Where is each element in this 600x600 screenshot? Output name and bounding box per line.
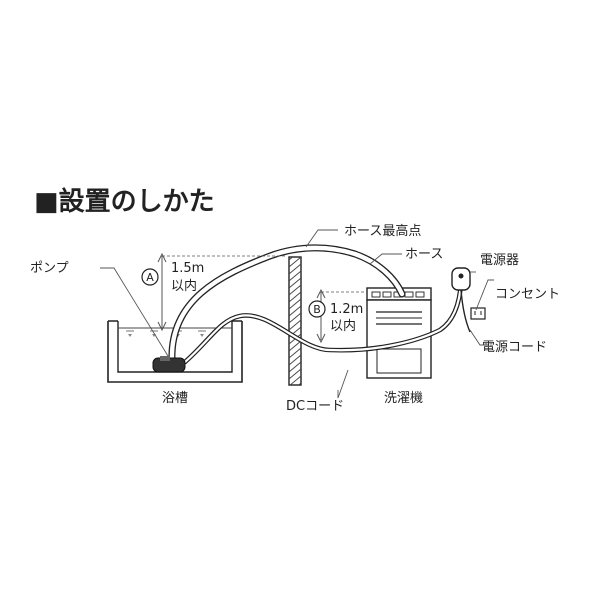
outlet	[470, 307, 486, 320]
wall-hatch-line	[289, 298, 301, 310]
wall-hatch-line	[289, 361, 301, 373]
dimension-b-marker: B	[313, 303, 321, 316]
wall-hatch-line	[289, 257, 294, 261]
label-pump: ポンプ	[30, 261, 69, 276]
leader-lines	[100, 229, 494, 399]
label-dc-cord: DCコード	[286, 399, 344, 414]
wall-hatch-line	[289, 354, 301, 366]
dimension-b-value: 1.2m	[330, 302, 363, 317]
wall-hatch-line	[289, 319, 301, 331]
dimension-b-note: 以内	[330, 318, 356, 334]
wall-hatch-line	[289, 284, 301, 296]
wall-hatch-line	[289, 263, 301, 275]
dimension-a-value: 1.5m	[171, 261, 204, 276]
label-outlet: コンセント	[495, 287, 560, 302]
label-washing-machine: 洗濯機	[384, 391, 423, 406]
wall-hatch-line	[289, 277, 301, 289]
label-bathtub: 浴槽	[162, 391, 188, 406]
dimension-a-marker: A	[146, 271, 154, 284]
page-title: ■設置のしかた	[34, 186, 215, 217]
washing-machine	[366, 287, 432, 379]
wall	[288, 256, 302, 386]
wall-hatch-line	[289, 375, 301, 385]
hose	[168, 244, 406, 364]
label-hose: ホース	[405, 247, 443, 262]
dimension-b: B 1.2m 以内	[308, 288, 367, 344]
pump	[152, 356, 186, 373]
label-power-cord: 電源コード	[482, 340, 547, 355]
wall-hatch-line	[289, 368, 301, 380]
dc-cord	[182, 279, 464, 365]
wall-hatch-line	[289, 291, 301, 303]
label-power-adapter: 電源器	[480, 253, 519, 268]
wall-hatch-line	[289, 305, 301, 317]
wall-hatch-line	[297, 382, 301, 385]
wall-hatch-line	[289, 312, 301, 324]
power-adapter	[451, 267, 471, 333]
wall-hatch-line	[289, 347, 301, 359]
wall-hatch-line	[289, 270, 301, 282]
dimension-a: A 1.5m 以内	[141, 252, 286, 332]
wall-hatch-line	[289, 340, 301, 352]
wall-hatch-line	[289, 257, 301, 268]
dimension-a-note: 以内	[171, 278, 197, 294]
label-hose-highest-point: ホース最高点	[344, 223, 421, 239]
